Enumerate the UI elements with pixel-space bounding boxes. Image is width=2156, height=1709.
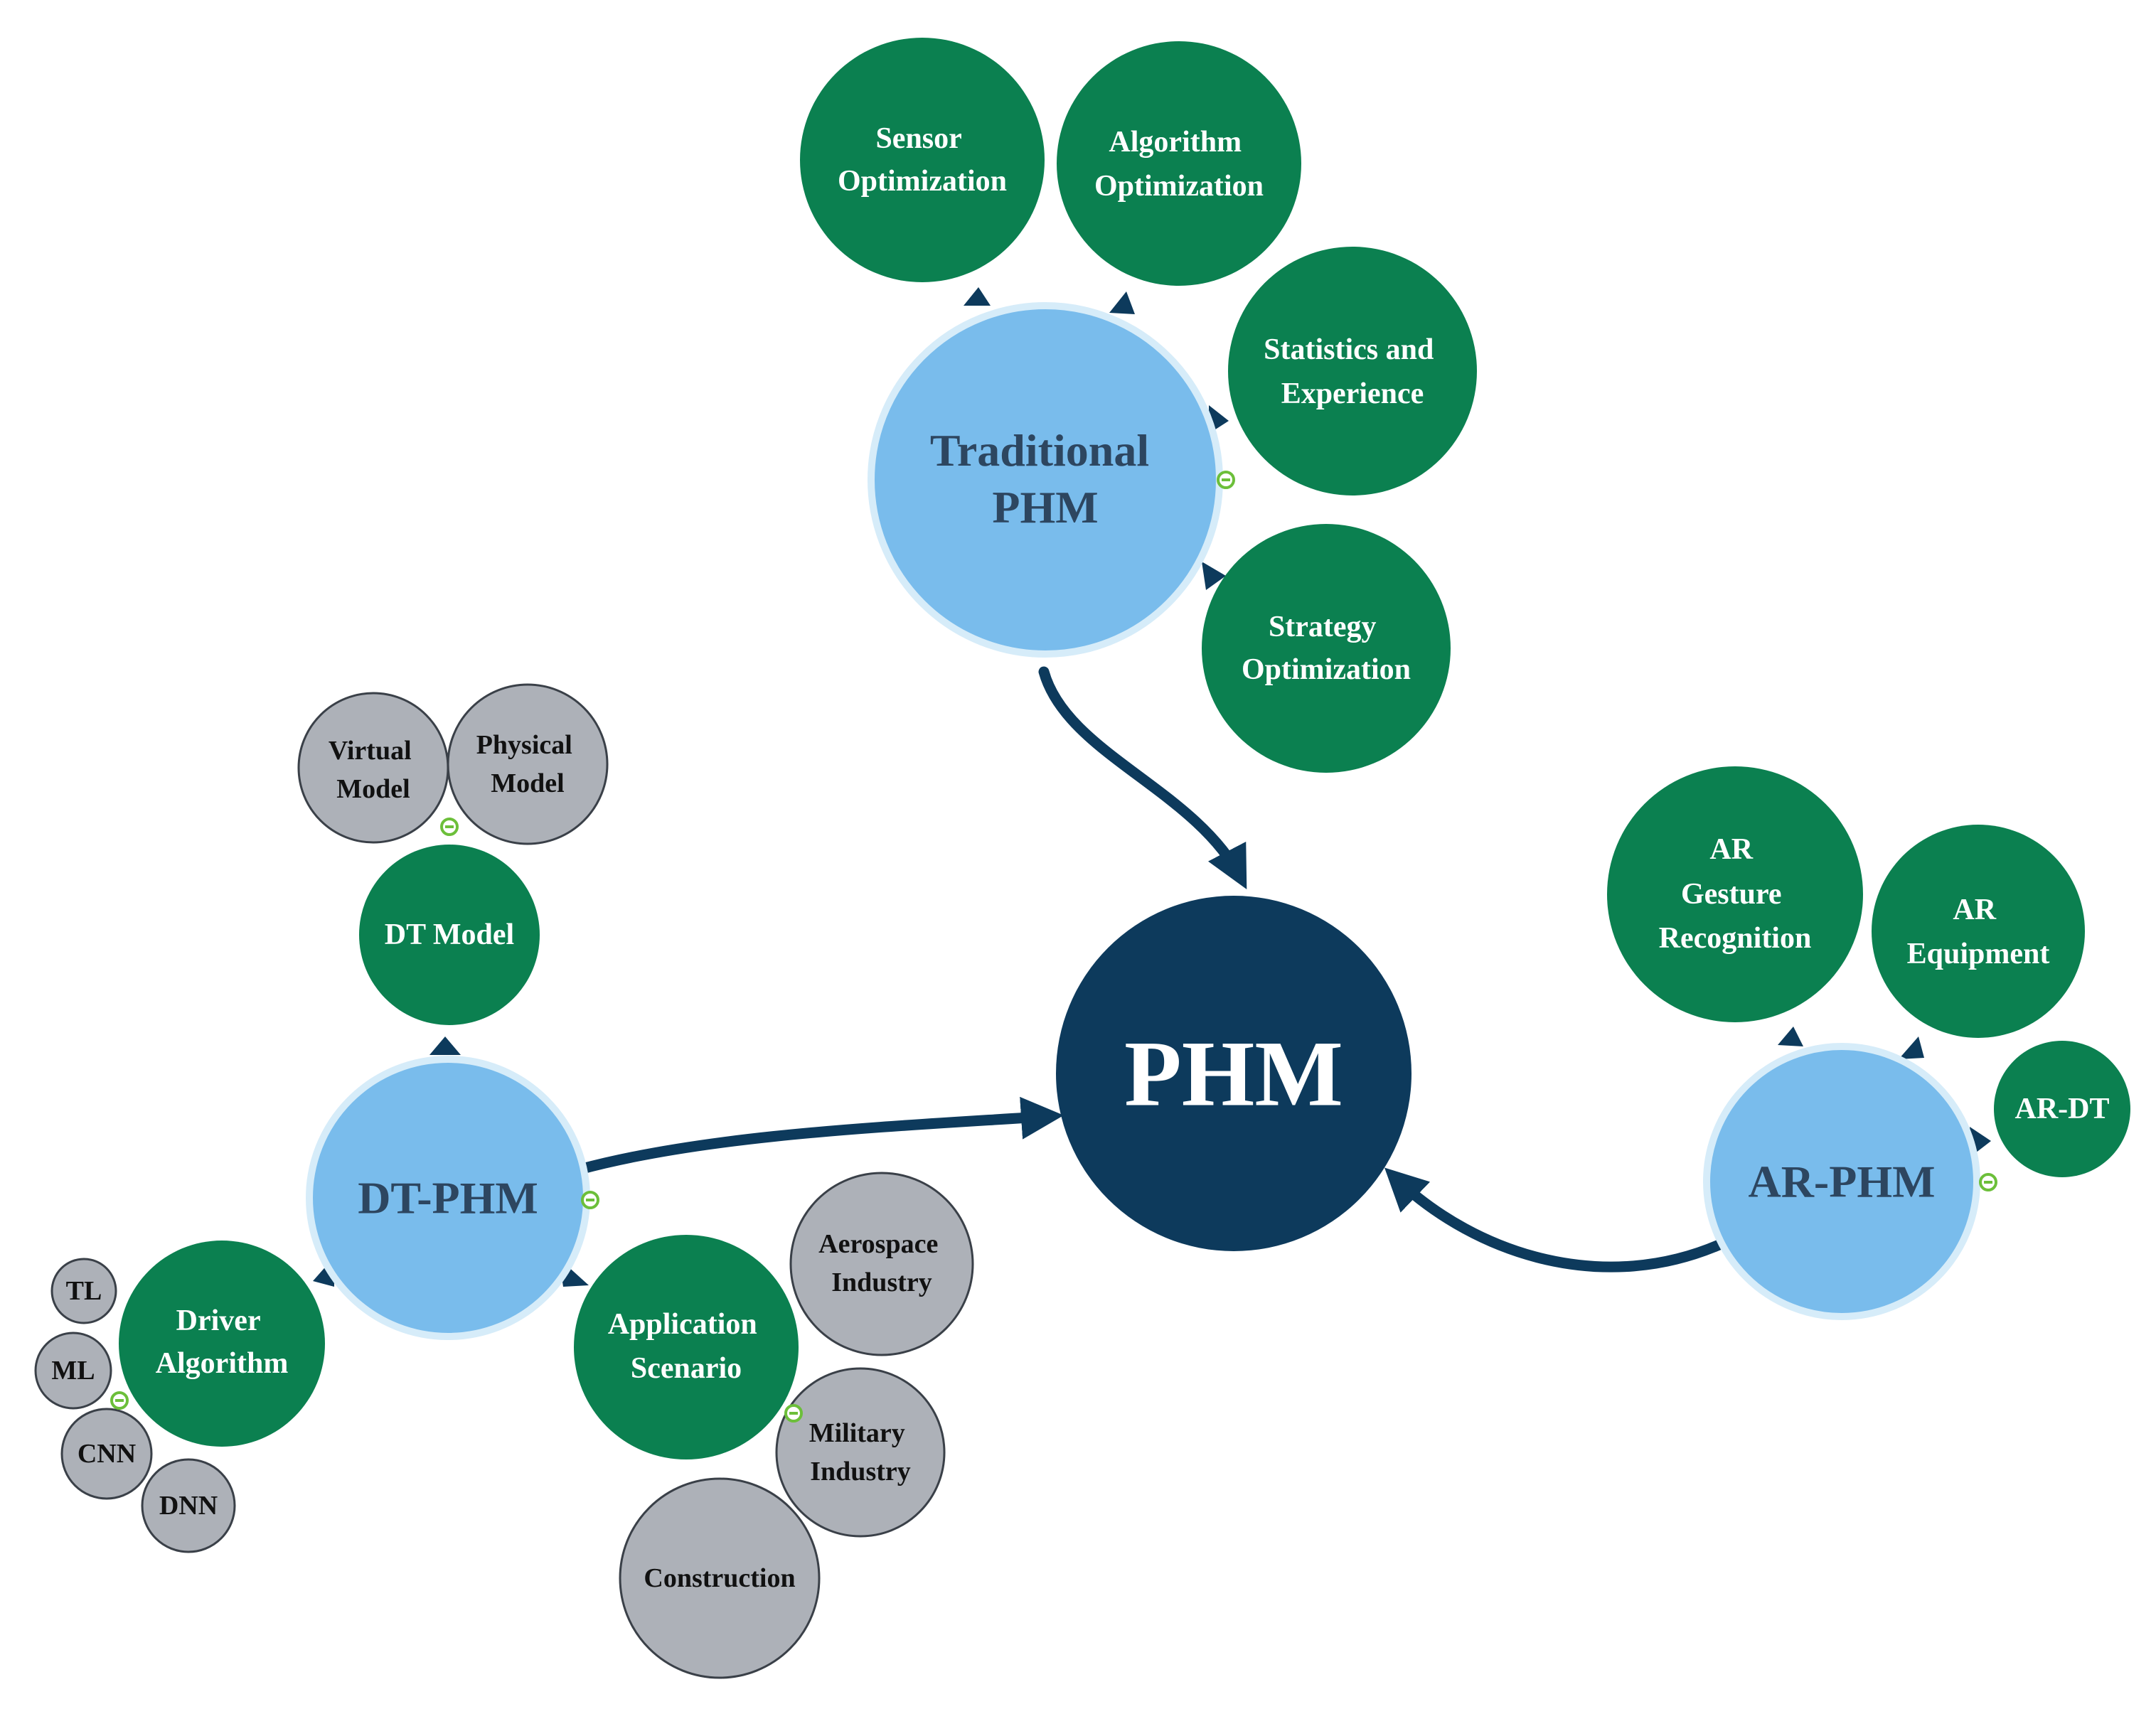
ar-gesture-recognition-node[interactable]: AR Gesture Recognition <box>1607 766 1863 1022</box>
ar-phm-node[interactable]: AR-PHM <box>1703 1043 1980 1320</box>
ar-dt-node[interactable]: AR-DT <box>1994 1041 2130 1177</box>
ar-equipment-label: AR Equipment <box>1907 894 2050 970</box>
strategy-optimization-label: Strategy Optimization <box>1242 611 1411 686</box>
dt-model-label: DT Model <box>385 918 514 951</box>
ml-node[interactable]: ML <box>34 1332 112 1410</box>
ar-phm-label: AR-PHM <box>1748 1157 1935 1207</box>
driver-algorithm-label: Driver Algorithm <box>156 1304 289 1380</box>
connector-triangle <box>1778 1027 1803 1046</box>
algorithm-optimization-circle <box>1057 41 1301 286</box>
driver-algorithm-circle <box>119 1241 325 1447</box>
application-scenario-label: Application Scenario <box>608 1308 765 1385</box>
collapse-toggle-dt-model[interactable] <box>440 818 459 836</box>
traditional-phm-node[interactable]: Traditional PHM <box>868 302 1223 658</box>
cnn-circle <box>60 1408 153 1500</box>
algorithm-optimization-node[interactable]: Algorithm Optimization <box>1057 41 1301 286</box>
tl-label: TL <box>66 1276 102 1306</box>
ml-circle <box>34 1332 112 1410</box>
connector-triangle <box>964 287 991 306</box>
collapse-toggle-dt[interactable] <box>581 1191 599 1209</box>
physical-model-node[interactable]: Physical Model <box>447 683 609 845</box>
sensor-optimization-label: Sensor Optimization <box>838 122 1007 198</box>
virtual-model-circle <box>297 692 449 844</box>
dnn-label: DNN <box>159 1491 218 1521</box>
military-industry-node[interactable]: Military Industry <box>775 1367 946 1538</box>
dnn-node[interactable]: DNN <box>141 1458 236 1553</box>
strategy-optimization-node[interactable]: Strategy Optimization <box>1202 524 1451 773</box>
collapse-toggle-ar[interactable] <box>1979 1173 1997 1191</box>
construction-label: Construction <box>644 1563 795 1593</box>
sensor-optimization-circle <box>800 38 1045 282</box>
construction-circle <box>619 1477 821 1679</box>
physical-model-label: Physical Model <box>476 730 580 798</box>
collapse-toggle-application[interactable] <box>784 1404 803 1423</box>
connector-triangle <box>1899 1036 1924 1059</box>
military-industry-circle <box>775 1367 946 1538</box>
aerospace-industry-circle <box>789 1172 974 1356</box>
collapse-toggle-driver[interactable] <box>110 1391 129 1410</box>
traditional-phm-label: Traditional PHM <box>930 425 1160 532</box>
dnn-circle <box>141 1458 236 1553</box>
virtual-model-label: Virtual Model <box>329 736 418 804</box>
phm-root-circle <box>1056 896 1411 1251</box>
dt-phm-node[interactable]: DT-PHM <box>306 1056 590 1340</box>
physical-model-circle <box>447 683 609 845</box>
ar-phm-circle <box>1703 1043 1980 1320</box>
application-scenario-circle <box>574 1235 799 1459</box>
edge-ar-to-phm <box>1384 1167 1727 1273</box>
connector-triangle <box>429 1036 461 1055</box>
ar-dt-circle <box>1994 1041 2130 1177</box>
phm-root-label: PHM <box>1124 1022 1343 1126</box>
cnn-node[interactable]: CNN <box>60 1408 153 1500</box>
dt-model-node[interactable]: DT Model <box>359 845 540 1025</box>
ar-equipment-circle <box>1872 825 2085 1038</box>
statistics-experience-label: Statistics and Experience <box>1264 333 1441 410</box>
aerospace-industry-node[interactable]: Aerospace Industry <box>789 1172 974 1356</box>
statistics-experience-circle <box>1228 247 1477 495</box>
ml-label: ML <box>51 1356 95 1386</box>
ar-gesture-recognition-label: AR Gesture Recognition <box>1659 833 1812 955</box>
edge-dt-to-phm <box>574 1096 1064 1175</box>
ar-equipment-node[interactable]: AR Equipment <box>1872 825 2085 1038</box>
sensor-optimization-node[interactable]: Sensor Optimization <box>800 38 1045 282</box>
application-scenario-node[interactable]: Application Scenario <box>574 1235 799 1459</box>
statistics-experience-node[interactable]: Statistics and Experience <box>1228 247 1477 495</box>
driver-algorithm-node[interactable]: Driver Algorithm <box>119 1241 325 1447</box>
strategy-optimization-circle <box>1202 524 1451 773</box>
military-industry-label: Military Industry <box>809 1418 912 1486</box>
dt-phm-label: DT-PHM <box>358 1173 538 1223</box>
dt-model-circle <box>359 845 540 1025</box>
edge-traditional-to-phm <box>1038 666 1247 889</box>
tl-circle <box>50 1258 117 1324</box>
tl-node[interactable]: TL <box>50 1258 117 1324</box>
ar-gesture-recognition-circle <box>1607 766 1863 1022</box>
construction-node[interactable]: Construction <box>619 1477 821 1679</box>
collapse-toggle-traditional[interactable] <box>1217 471 1235 489</box>
algorithm-optimization-label: Algorithm Optimization <box>1094 126 1264 203</box>
phm-root-node[interactable]: PHM <box>1056 896 1411 1251</box>
cnn-label: CNN <box>78 1439 136 1469</box>
traditional-phm-circle <box>868 302 1223 658</box>
connector-triangle <box>1202 562 1226 590</box>
ar-dt-label: AR-DT <box>2015 1093 2110 1125</box>
aerospace-industry-label: Aerospace Industry <box>818 1229 945 1297</box>
connector-triangle <box>1109 291 1135 314</box>
virtual-model-node[interactable]: Virtual Model <box>297 692 449 844</box>
